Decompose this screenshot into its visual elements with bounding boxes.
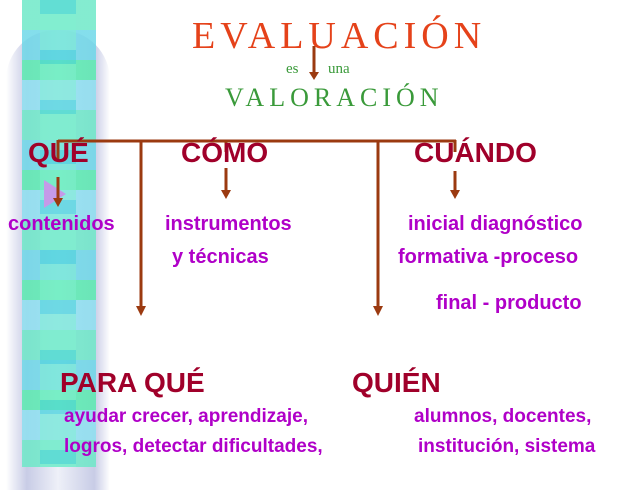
subtitle: VALORACIÓN xyxy=(225,83,444,112)
que-item: contenidos xyxy=(8,213,115,235)
heading-cuando: CUÁNDO xyxy=(414,137,537,168)
heading-para-que: PARA QUÉ xyxy=(60,367,205,398)
heading-como: CÓMO xyxy=(181,137,269,168)
cuando-item: inicial diagnóstico xyxy=(408,213,583,235)
heading-quien: QUIÉN xyxy=(352,367,441,398)
quien-item: alumnos, docentes, xyxy=(414,406,592,427)
connector-right: una xyxy=(328,61,350,77)
como-item: y técnicas xyxy=(172,246,269,268)
stripe-pattern xyxy=(40,0,76,467)
connector-left: es xyxy=(286,61,299,77)
decorative-stripe xyxy=(0,0,110,490)
title: EVALUACIÓN xyxy=(192,15,487,57)
quien-item: institución, sistema xyxy=(418,436,596,457)
heading-que: QUÉ xyxy=(28,137,89,168)
como-item: instrumentos xyxy=(165,213,292,235)
cuando-item: final - producto xyxy=(436,292,582,314)
para-que-item: ayudar crecer, aprendizaje, xyxy=(64,406,308,427)
para-que-item: logros, detectar dificultades, xyxy=(64,436,323,457)
connector-lines xyxy=(53,46,460,316)
cuando-item: formativa -proceso xyxy=(398,246,579,268)
